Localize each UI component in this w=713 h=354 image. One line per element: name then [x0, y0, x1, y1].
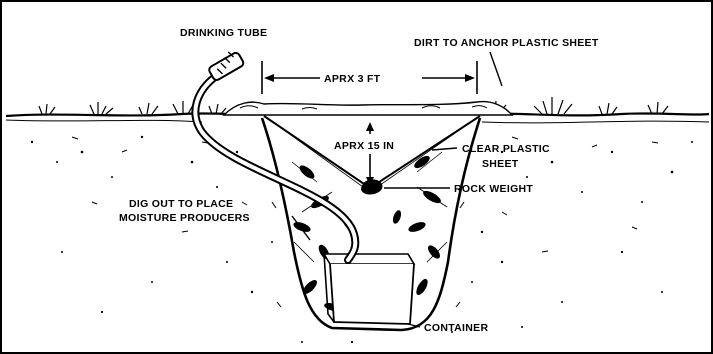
- label-rock-weight: ROCK WEIGHT: [454, 183, 533, 195]
- label-dirt-anchor: DIRT TO ANCHOR PLASTIC SHEET: [414, 37, 599, 49]
- label-dig-line2: MOISTURE PRODUCERS: [119, 212, 250, 224]
- label-plastic-line1: CLEAR PLASTIC: [462, 143, 550, 155]
- container: [324, 254, 414, 324]
- drinking-tube-mouthpiece: [208, 51, 245, 81]
- dirt-mound: [224, 102, 512, 115]
- label-plastic-line2: SHEET: [482, 158, 519, 170]
- label-dig-line1: DIG OUT TO PLACE: [129, 198, 233, 210]
- label-container: CONTAINER: [424, 322, 488, 334]
- depth-dimension: [366, 122, 374, 186]
- plastic-sheet-leader: [432, 148, 457, 150]
- label-width: APRX 3 FT: [324, 73, 381, 85]
- label-depth: APRX 15 IN: [334, 140, 394, 152]
- dirt-anchor-leader: [490, 52, 502, 86]
- label-drinking-tube: DRINKING TUBE: [180, 27, 267, 39]
